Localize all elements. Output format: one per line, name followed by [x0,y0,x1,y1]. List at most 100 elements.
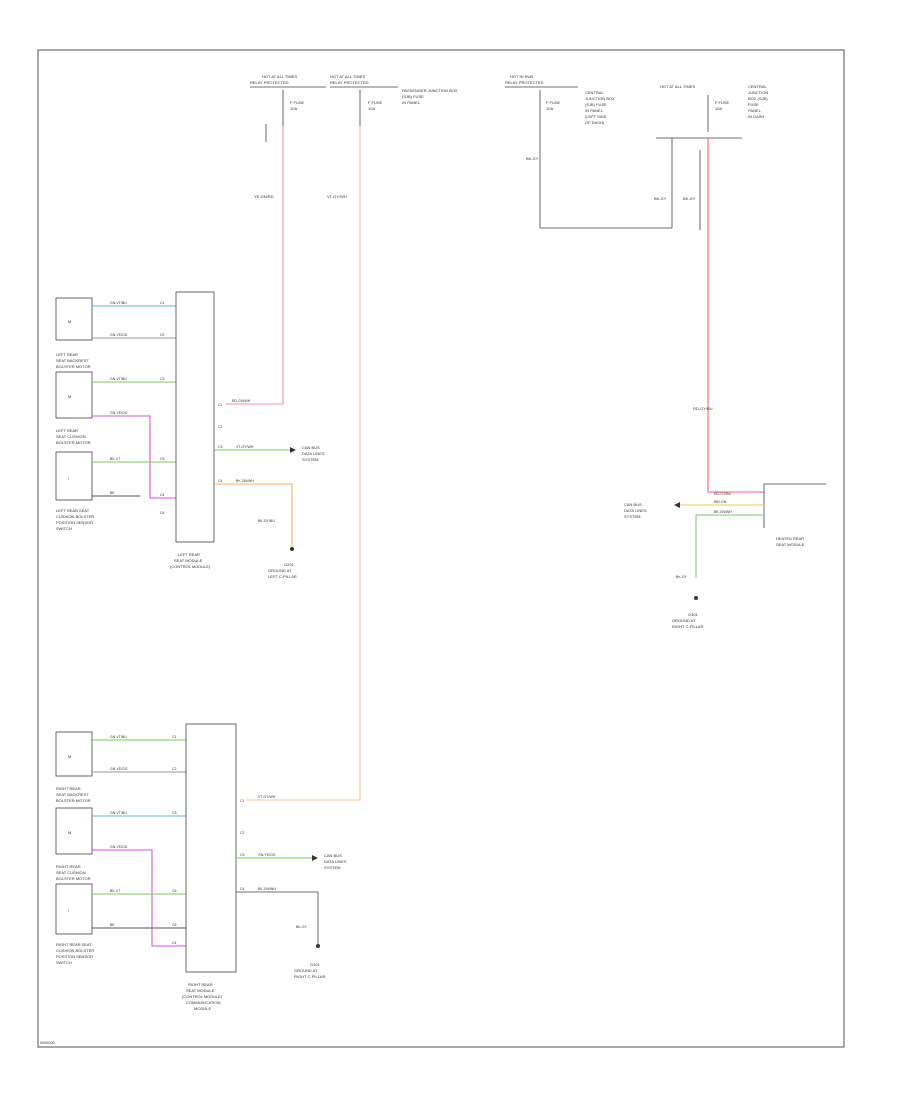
left-module-label-3: (CONTROL MODULE) [170,564,211,569]
wire-rm1-label: GN-VT/BU [110,735,127,739]
fuse-4-desc-1: CENTRAL [748,84,767,89]
pin-rmod4: C4 [240,887,245,891]
left-cushion-motor-label-2: SEAT CUSHION [56,434,86,439]
pin-rm5: C5 [172,889,177,893]
wire-rm2-label: GN-YE/OG [110,767,128,771]
pin-rm3: C3 [172,811,177,815]
fuse-2-desc-1: PASSENGER JUNCTION BOX [402,88,458,93]
right-backrest-motor-box [55,731,93,777]
pin-lm6: C6 [160,511,165,515]
pin-rm6: C6 [172,923,177,927]
wire-hs3-label: BK-GN/WH [714,510,732,514]
right-sensor-label-1: RIGHT REAR SEAT [56,942,92,947]
wire-heated-black-label: BK-GY [683,196,696,201]
right-cushion-motor: M RIGHT REAR SEAT CUSHION BOLSTER MOTOR [55,807,93,881]
pin-lm2: C2 [160,333,165,337]
fuse-3-desc-2: JUNCTION BOX [585,96,615,101]
pin-lmod1: C1 [218,403,223,407]
wire-rmod-grd [236,891,319,944]
left-sensor-label-3: POSITION SENSOR [56,520,93,525]
pin-rmod2: C2 [240,831,245,835]
fuse-4-label: F FUSE [715,100,730,105]
fuse-4-header: HOT AT ALL TIMES [660,84,695,89]
left-cushion-motor-box [55,371,93,419]
pin-lm5: C5 [160,457,165,461]
motor-m-symbol-2: M [68,394,71,399]
pin-rm4: C4 [172,941,177,945]
wire-lmod-grd [214,483,293,548]
pin-lm4: C4 [160,493,165,497]
right-position-sensor-box [55,883,93,935]
right-backrest-label-2: SEAT BACKREST [56,792,89,797]
switch-symbol: / [68,908,70,913]
heated-module-outline [763,483,826,528]
pin-lmod2: C2 [218,425,223,429]
right-backrest-label-1: RIGHT REAR [56,786,81,791]
pin-rm1: C1 [172,735,177,739]
left-module-label-2: SEAT MODULE [174,558,203,563]
fuse-3-desc-1: CENTRAL [585,90,604,95]
fuse-2-desc-2: (SJB) FUSE [402,94,424,99]
left-can-label-3: SYSTEM [302,457,318,462]
right-sensor-label-4: SWITCH [56,960,72,965]
fuse-3-desc-5: (LEFT SIDE [585,114,607,119]
ground-icon [694,596,698,600]
wire-lmod-grd2-label: BK-GY/BU [258,519,275,523]
fuse-2-header: HOT AT ALL TIMES [330,74,365,79]
switch-symbol: / [68,476,70,481]
left-backrest-motor-box [55,297,93,341]
pin-rm2: C2 [172,767,177,771]
fuse-4: HOT AT ALL TIMES F FUSE 10A CENTRAL JUNC… [656,84,768,139]
loop-wire-label-a: BK-GY [526,156,539,161]
wire-hs-grd-label: BK-GY [676,575,688,579]
fuse-2: HOT AT ALL TIMES RELAY PROTECTED F FUSE … [330,74,458,126]
right-module-label-3: (CONTROL MODULE) [182,994,223,999]
motor-m-symbol: M [68,319,71,324]
right-module-label-5: MODULE [194,1006,211,1011]
right-cushion-label-2: SEAT CUSHION [56,870,86,875]
fuse-3-desc-3: (SJB) FUSE [585,102,607,107]
heated-ground-label-2: GROUND AT [672,618,696,623]
left-module-label-1: LEFT REAR [178,552,200,557]
heated-rear-seat-module: HEATED REAR SEAT MODULE [763,483,826,547]
wire-lm2-label: GN-YE/OG [110,333,128,337]
wire-hs-3 [695,514,764,578]
heated-can-label-1: CAN BUS [624,502,642,507]
heated-ground-label-3: RIGHT C-PILLAR [672,624,704,629]
right-ground-label-2: GROUND AT [294,968,318,973]
left-cushion-motor: M LEFT REAR SEAT CUSHION BOLSTER MOTOR [55,371,93,445]
left-cushion-motor-label-1: LEFT REAR [56,428,78,433]
left-ground-label-1: G201 [284,562,295,567]
left-position-sensor: / LEFT REAR SEAT CUSHION BOLSTER POSITIO… [55,451,94,531]
fuse-4-desc-3: BOX (SJB) [748,96,768,101]
wire-feed-right-module [246,126,361,801]
fuse-1-amp: 10A [290,106,297,111]
wire-lm4 [92,415,176,499]
right-can-label-3: SYSTEM [324,865,340,870]
right-ground-label-3: RIGHT C-PILLAR [294,974,326,979]
wire-rmod-can-label: GN-YE/OG [258,853,276,857]
heated-module-label-2: SEAT MODULE [776,542,805,547]
wire-lm6-label: BK [110,491,115,495]
pin-lmod4: C4 [218,479,223,483]
left-backrest-motor-label-1: LEFT REAR [56,352,78,357]
fuse-1-label: F FUSE [290,100,305,105]
loop-wire-label-b: BK-GY [654,196,667,201]
wire-rm3-label: GN-VT/BU [110,811,127,815]
wire-hs2-label: WH-GN [714,500,727,504]
wire-feed-left-module [226,126,284,405]
motor-m-symbol-3: M [68,754,71,759]
arrow-icon [674,502,680,508]
right-backrest-label-3: BOLSTER MOTOR [56,798,91,803]
right-position-sensor: / RIGHT REAR SEAT CUSHION BOLSTER POSITI… [55,883,94,965]
fuse-4-desc-2: JUNCTION [748,90,768,95]
fuse-3-amp: 10A [546,106,553,111]
pin-lmod3: C3 [218,445,223,449]
fuse-3-subheader: RELAY PROTECTED [505,80,544,85]
right-module-box [185,723,237,973]
wire-rm4-label: GN-YE/OG [110,845,128,849]
right-backrest-motor: M RIGHT REAR SEAT BACKREST BOLSTER MOTOR [55,731,93,803]
fuse-2-label: F FUSE [368,100,383,105]
right-cushion-label-1: RIGHT REAR [56,864,81,869]
fuse-2-subheader: RELAY PROTECTED [330,80,369,85]
